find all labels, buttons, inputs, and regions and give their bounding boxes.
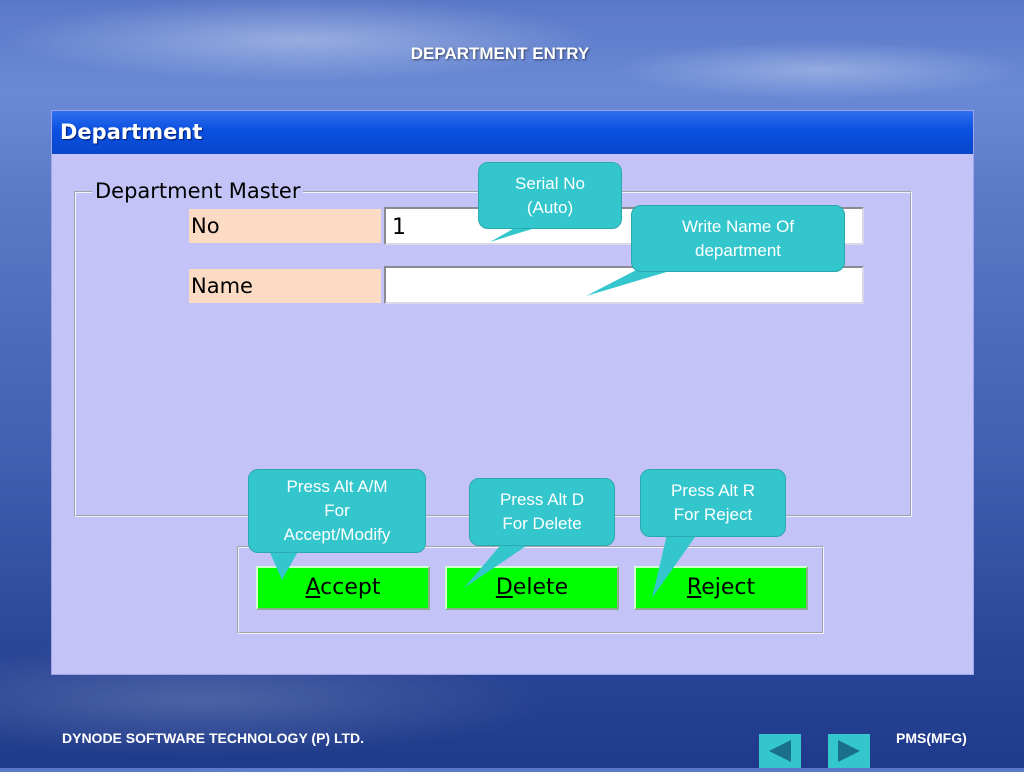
accept-callout-line3: Accept/Modify	[283, 524, 391, 544]
name-callout-line1: Write Name Of	[681, 216, 795, 236]
accept-callout-line1: Press Alt A/M	[286, 477, 388, 497]
serial-callout-line2: (Auto)	[526, 197, 574, 217]
triangle-right-icon	[838, 740, 860, 762]
reject-mnemonic: R	[686, 575, 702, 600]
delete-mnemonic: D	[495, 575, 513, 600]
triangle-left-icon	[769, 740, 791, 762]
accept-button[interactable]: Accept	[256, 566, 430, 610]
reject-callout-line1: Press Alt R	[670, 481, 756, 501]
reject-label-rest: eject	[701, 575, 756, 600]
group-legend: Department Master	[92, 179, 304, 203]
name-callout-line2: department	[695, 240, 781, 260]
reject-button[interactable]: Reject	[634, 566, 808, 610]
footer-company: DYNODE SOFTWARE TECHNOLOGY (P) LTD.	[62, 730, 365, 746]
delete-callout-line2: For Delete	[502, 514, 582, 533]
next-slide-button[interactable]	[828, 734, 870, 768]
accept-callout-line2: For	[324, 501, 350, 521]
reject-callout-line2: For Reject	[673, 505, 753, 524]
reject-callout: Press Alt R For Reject	[640, 469, 786, 537]
serial-callout: Serial No (Auto)	[478, 162, 622, 229]
slide-title: DEPARTMENT ENTRY	[410, 44, 590, 63]
button-frame: Accept Delete Reject	[237, 546, 824, 634]
window-titlebar: Department	[52, 111, 973, 154]
accept-mnemonic: A	[305, 575, 321, 600]
previous-slide-button[interactable]	[759, 734, 801, 768]
delete-label-rest: elete	[512, 575, 569, 600]
delete-callout-line1: Press Alt D	[499, 490, 585, 510]
no-label: No	[189, 209, 381, 243]
footer-product: PMS(MFG)	[896, 730, 967, 746]
name-callout: Write Name Of department	[631, 205, 845, 272]
delete-callout: Press Alt D For Delete	[469, 478, 615, 546]
delete-button[interactable]: Delete	[445, 566, 619, 610]
serial-callout-line1: Serial No	[515, 173, 585, 193]
name-label: Name	[189, 269, 381, 303]
accept-label-rest: ccept	[320, 575, 381, 600]
